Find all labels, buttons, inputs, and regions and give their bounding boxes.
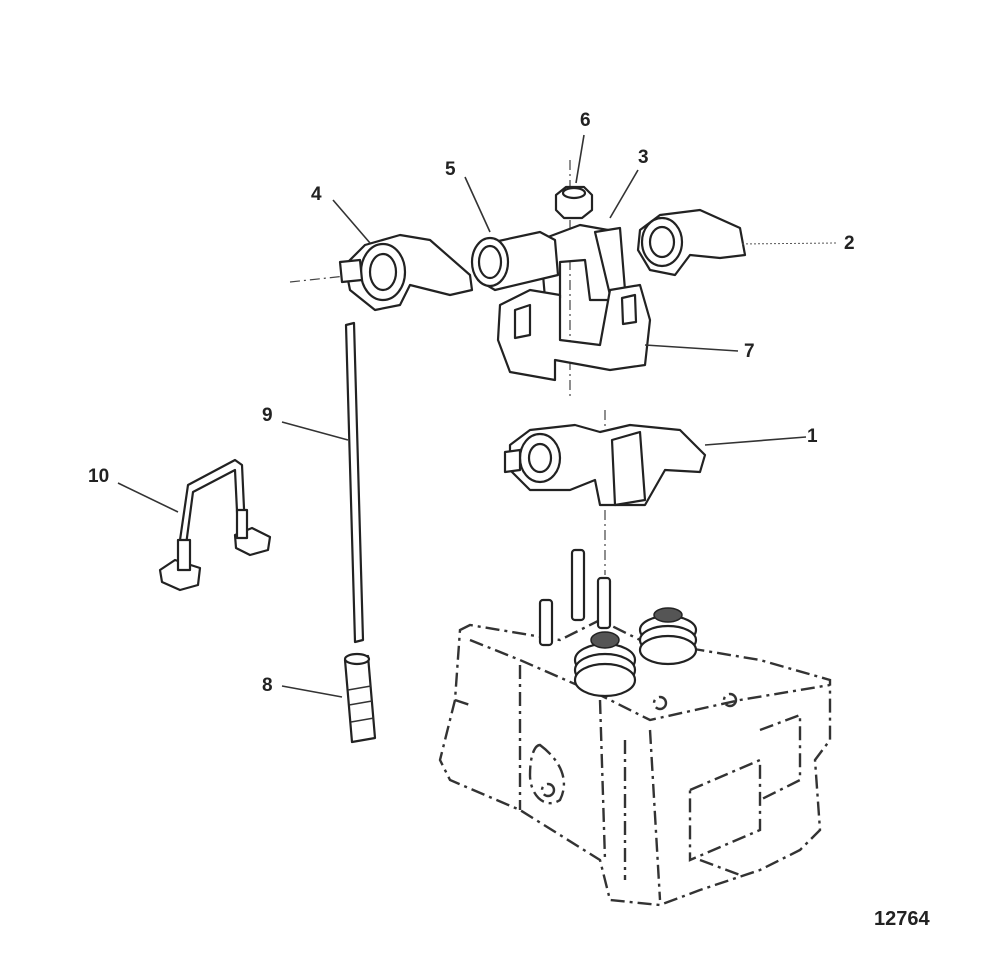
- rocker-arm-part-4: [338, 233, 474, 312]
- callout-9: 9: [262, 405, 273, 426]
- figure-number: 12764: [874, 908, 930, 930]
- pivot-bushing-part-5: [470, 230, 560, 292]
- callout-4: 4: [311, 184, 322, 205]
- nut-part-6: [554, 185, 594, 220]
- callout-6: 6: [580, 110, 591, 131]
- callout-2: 2: [844, 233, 855, 254]
- callout-5: 5: [445, 159, 456, 180]
- rocker-arm-part-2: [636, 208, 747, 277]
- callout-10: 10: [88, 466, 109, 487]
- lifter-part-8: [343, 652, 377, 744]
- pushrod-part-9: [344, 321, 365, 644]
- callout-8: 8: [262, 675, 273, 696]
- leader-lines: [117, 134, 837, 698]
- pivot-bracket-part-3: [538, 223, 627, 302]
- retainer-bracket-part-10: [158, 458, 272, 592]
- rocker-assembly-part-1: [503, 423, 707, 507]
- valve-spring-right: [638, 607, 698, 666]
- callout-3: 3: [638, 147, 649, 168]
- valve-spring-left: [573, 631, 637, 698]
- callout-7: 7: [744, 341, 755, 362]
- callout-1: 1: [807, 426, 818, 447]
- rocker-studs: [538, 548, 612, 647]
- cylinder-head: [438, 618, 832, 907]
- guide-plate-part-7: [496, 283, 652, 382]
